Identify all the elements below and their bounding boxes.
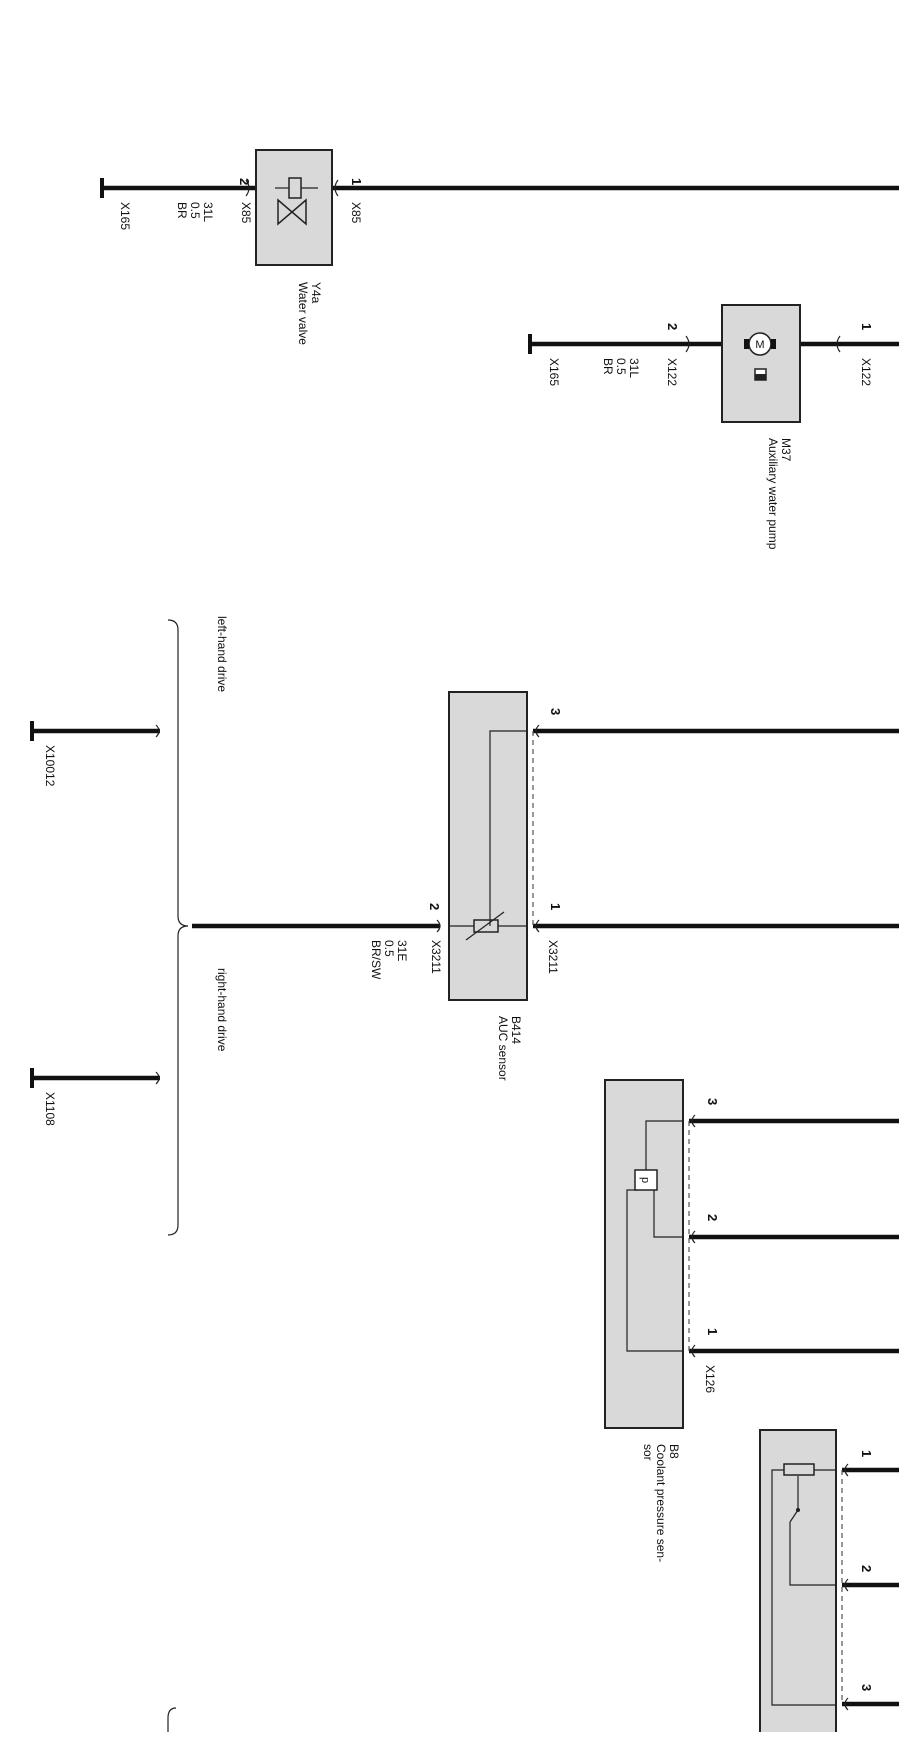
connector-icon (691, 1344, 696, 1358)
aux-pump-pin-1: 1 (859, 323, 874, 330)
coolant-sensor-name-1: Coolant pressure sen- (654, 1444, 668, 1562)
aux-pump-name: Auxiliary water pump (766, 438, 780, 550)
water-valve-ground-label: X165 (118, 202, 132, 230)
connector-icon (844, 1697, 849, 1711)
auc-pin-3: 3 (548, 708, 563, 715)
lhd-label: left-hand drive (215, 616, 229, 692)
auc-internal-trace (489, 730, 527, 926)
connector-icon (836, 335, 841, 353)
connector-icon (535, 724, 540, 738)
aux-pump-wire-color: BR (601, 358, 615, 375)
connector-icon (334, 179, 339, 197)
water-valve-box (255, 149, 333, 266)
auc-pin-1: 1 (548, 903, 563, 910)
aux-pump-wire-id: 31L (627, 358, 641, 378)
aux-pump-box (721, 304, 801, 423)
ntc-resistor-icon (449, 911, 527, 941)
coolant-trace-2 (653, 1190, 683, 1238)
aux-pump-connector-1: X122 (859, 358, 873, 386)
variant-brace (167, 619, 189, 1236)
pressure-sensor-icon (634, 1169, 658, 1191)
water-valve-id: Y4a (309, 282, 323, 304)
pressure-glyph: p (639, 1177, 651, 1183)
auc-sensor-group: 3 1 2 X3211 X3211 31E 0.5 BR/SW B414 AUC… (192, 691, 899, 1081)
drive-variant-group: left-hand drive right-hand drive X10012 … (30, 616, 229, 1236)
coolant-sensor-group: p 3 2 1 X126 B8 Coolant pressure sen- so… (604, 1079, 899, 1562)
water-valve-group: 2 1 X85 X85 31L 0.5 BR X165 Y4a Water va… (100, 149, 899, 345)
aux-pump-connector-2: X122 (665, 358, 679, 386)
rhd-ground-label: X1108 (43, 1092, 57, 1126)
coolant-pin-2: 2 (705, 1214, 720, 1221)
connector-icon (535, 919, 540, 933)
bottom-pin-3: 3 (859, 1684, 874, 1691)
aux-pump-id: M37 (779, 438, 793, 462)
connector-icon (691, 1114, 696, 1128)
bottom-pin-2: 2 (859, 1565, 874, 1572)
connector-icon (685, 335, 690, 353)
rhd-ground-terminal (30, 1068, 34, 1088)
connector-icon (436, 919, 441, 933)
coolant-sensor-id: B8 (667, 1444, 681, 1459)
water-valve-pin-2: 2 (237, 178, 252, 185)
bottom-part-group: 1 2 3 (167, 1429, 899, 1737)
switch-contact-icon (789, 1509, 799, 1523)
motor-icon: M (744, 332, 776, 381)
connector-icon (844, 1578, 849, 1592)
water-valve-wire-size: 0.5 (188, 202, 202, 219)
coolant-pin-3: 3 (705, 1098, 720, 1105)
auc-pin-2: 2 (427, 903, 442, 910)
aux-pump-ground-label: X165 (547, 358, 561, 386)
coolant-trace-1 (626, 1189, 683, 1352)
bottom-brace-fragment (167, 1707, 177, 1732)
water-valve-wire-color: BR (175, 202, 189, 219)
water-valve-connector-1: X85 (349, 202, 363, 224)
auc-connector-2: X3211 (429, 940, 443, 974)
auc-sensor-name: AUC sensor (496, 1016, 510, 1081)
aux-pump-ground-terminal (528, 334, 532, 354)
connector-icon (245, 179, 250, 197)
valve-icon (275, 177, 318, 226)
auc-wire-size: 0.5 (382, 940, 396, 957)
aux-pump-group: M 2 1 X122 X122 31L 0.5 BR X165 M37 Auxi… (528, 304, 899, 550)
auc-wire-color: BR/SW (369, 940, 383, 980)
lhd-ground-label: X10012 (43, 745, 57, 787)
auc-connector-1: X3211 (546, 940, 560, 974)
auc-sensor-id: B414 (509, 1016, 523, 1044)
coolant-sensor-box (604, 1079, 684, 1429)
coolant-sensor-name-2: sor (641, 1444, 655, 1461)
coolant-pin-1: 1 (705, 1328, 720, 1335)
aux-pump-pin-2: 2 (665, 323, 680, 330)
coolant-connector: X126 (703, 1365, 717, 1393)
auc-sensor-box (448, 691, 528, 1001)
auc-wire-id: 31E (395, 940, 409, 961)
water-valve-pin-1: 1 (349, 178, 364, 185)
motor-glyph: M (755, 339, 764, 351)
aux-pump-wire-size: 0.5 (614, 358, 628, 375)
lhd-ground-terminal (30, 721, 34, 741)
coolant-trace-3 (645, 1120, 683, 1170)
bottom-pin-1: 1 (859, 1450, 874, 1457)
connector-icon (691, 1230, 696, 1244)
water-valve-ground-terminal (100, 178, 104, 198)
connector-icon (844, 1463, 849, 1477)
water-valve-connector-2: X85 (239, 202, 253, 224)
water-valve-name: Water valve (296, 282, 310, 345)
rhd-label: right-hand drive (215, 968, 229, 1052)
water-valve-wire-id: 31L (201, 202, 215, 222)
